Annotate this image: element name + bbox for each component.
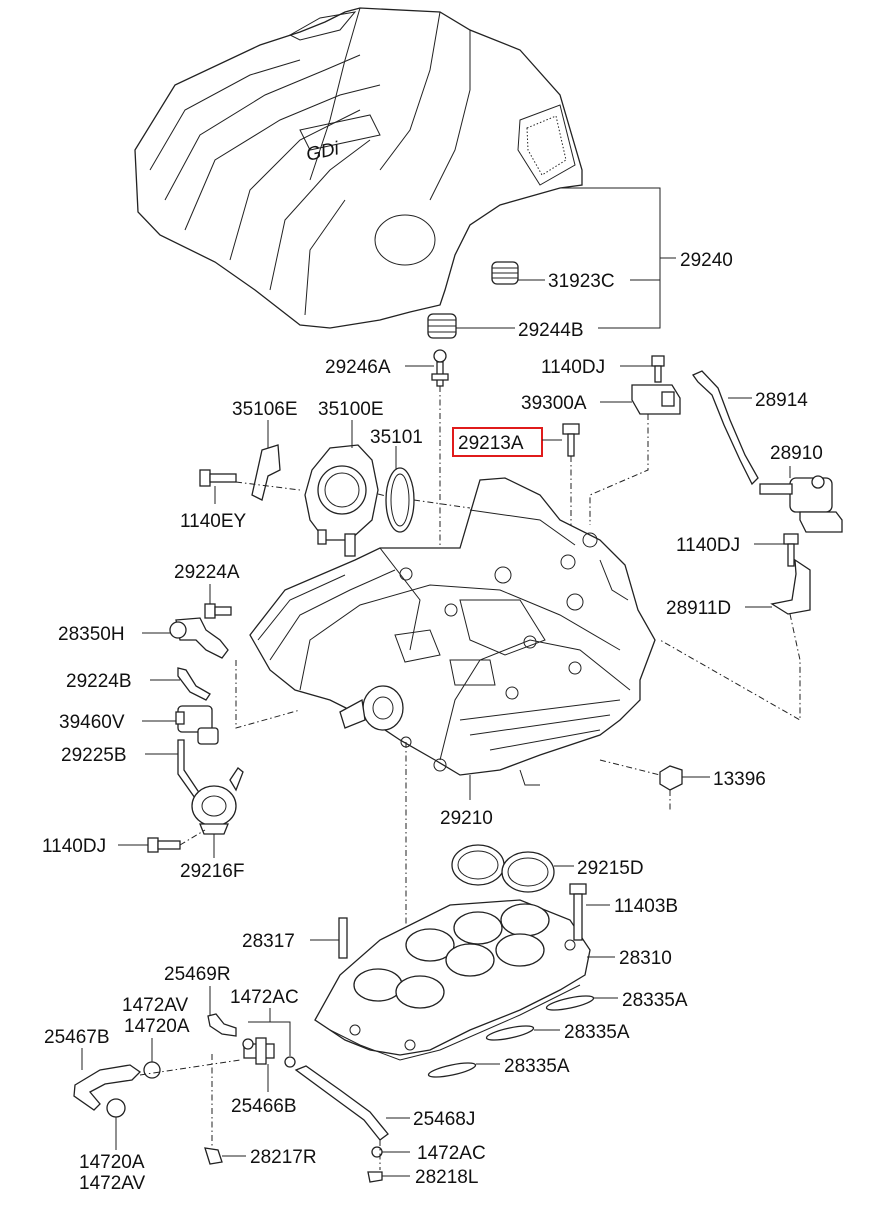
bolt-1140dj-top — [651, 355, 665, 383]
label-39460v: 39460V — [59, 712, 125, 733]
label-28218l: 28218L — [415, 1167, 478, 1188]
label-29210: 29210 — [440, 808, 493, 829]
hose-25468j — [294, 1065, 389, 1141]
bolt-1140dj-left — [147, 837, 181, 853]
label-28317: 28317 — [242, 931, 295, 952]
label-25469r: 25469R — [164, 964, 231, 985]
label-28335a-3: 28335A — [504, 1056, 570, 1077]
label-28911d: 28911D — [666, 598, 731, 619]
actuator-29216f — [191, 767, 244, 835]
grommet-29244b — [427, 313, 457, 339]
hose-29224b — [177, 667, 211, 701]
label-29215d: 29215D — [577, 858, 644, 879]
bracket-28911d — [770, 558, 811, 615]
intake-manifold-lower-28310 — [314, 899, 591, 1061]
label-14720a-bot: 14720A — [79, 1152, 145, 1173]
engine-cover — [134, 7, 583, 329]
valve-39460v — [175, 705, 219, 745]
clamp-1472ac-mid — [242, 1038, 296, 1068]
label-28310: 28310 — [619, 948, 672, 969]
stud-29246a — [431, 349, 449, 387]
label-28217r: 28217R — [250, 1147, 317, 1168]
label-1472ac-mid: 1472AC — [230, 987, 299, 1008]
label-29213a: 29213A — [458, 433, 524, 454]
label-29216f: 29216F — [180, 861, 244, 882]
label-1472av-bot: 1472AV — [79, 1173, 146, 1194]
label-1472av-mid: 1472AV — [122, 995, 189, 1016]
label-25466b: 25466B — [231, 1096, 297, 1117]
actuator-29210 — [339, 685, 404, 731]
nut-13396 — [659, 765, 683, 791]
highlight-29213a — [452, 427, 543, 457]
label-13396: 13396 — [713, 769, 766, 790]
clamp-14720a-mid — [143, 1061, 161, 1079]
label-28350h: 28350H — [58, 624, 125, 645]
valve-28910 — [759, 475, 843, 533]
label-1472ac-bot: 1472AC — [417, 1143, 486, 1164]
bolt-1140ey — [199, 469, 237, 487]
label-35106e: 35106E — [232, 399, 298, 420]
bolt-29224a — [204, 603, 232, 619]
label-1140dj-left: 1140DJ — [42, 836, 106, 857]
intake-manifold-upper-29210 — [249, 477, 656, 786]
bracket-29240 — [560, 187, 661, 329]
grommet-31923c — [491, 261, 519, 285]
hose-28914 — [692, 370, 759, 486]
hose-28350h — [169, 617, 229, 659]
label-25468j: 25468J — [413, 1109, 475, 1130]
elbow-28217r — [204, 1147, 223, 1165]
label-1140ey: 1140EY — [180, 511, 247, 532]
label-1140dj-top: 1140DJ — [541, 357, 605, 378]
gasket-28335a-2 — [485, 1025, 535, 1041]
bolt-29213a — [562, 423, 580, 457]
gasket-29215d — [451, 844, 555, 893]
label-29225b: 29225B — [61, 745, 127, 766]
gasket-28335a-1 — [545, 995, 595, 1011]
bolt-11403b — [569, 883, 587, 941]
label-28335a-2: 28335A — [564, 1022, 630, 1043]
label-29224b: 29224B — [66, 671, 132, 692]
bracket-35106e — [251, 444, 281, 501]
label-1140dj-right: 1140DJ — [676, 535, 740, 556]
label-31923c: 31923C — [548, 271, 615, 292]
label-11403b: 11403B — [614, 896, 678, 917]
gasket-35101 — [385, 467, 415, 533]
stud-28317 — [338, 917, 348, 959]
clamp-14720a-bot — [106, 1098, 126, 1118]
label-35101: 35101 — [370, 427, 423, 448]
label-29240: 29240 — [680, 250, 733, 271]
throttle-body-35100e — [304, 444, 379, 557]
label-29224a: 29224A — [174, 562, 240, 583]
gasket-28335a-3 — [427, 1062, 477, 1078]
sensor-39300a — [631, 384, 681, 415]
hose-29225b — [177, 739, 201, 799]
label-39300a: 39300A — [521, 393, 587, 414]
hose-25469r — [207, 1013, 237, 1037]
label-29246a: 29246A — [325, 357, 391, 378]
label-29244b: 29244B — [518, 320, 584, 341]
label-35100e: 35100E — [318, 399, 384, 420]
label-14720a-mid: 14720A — [124, 1016, 190, 1037]
elbow-28218l — [367, 1171, 383, 1183]
label-28335a-1: 28335A — [622, 990, 688, 1011]
label-28910: 28910 — [770, 443, 823, 464]
label-25467b: 25467B — [44, 1027, 110, 1048]
label-28914: 28914 — [755, 390, 808, 411]
hose-25467b — [73, 1064, 142, 1111]
bolt-1140dj-right — [783, 533, 799, 567]
